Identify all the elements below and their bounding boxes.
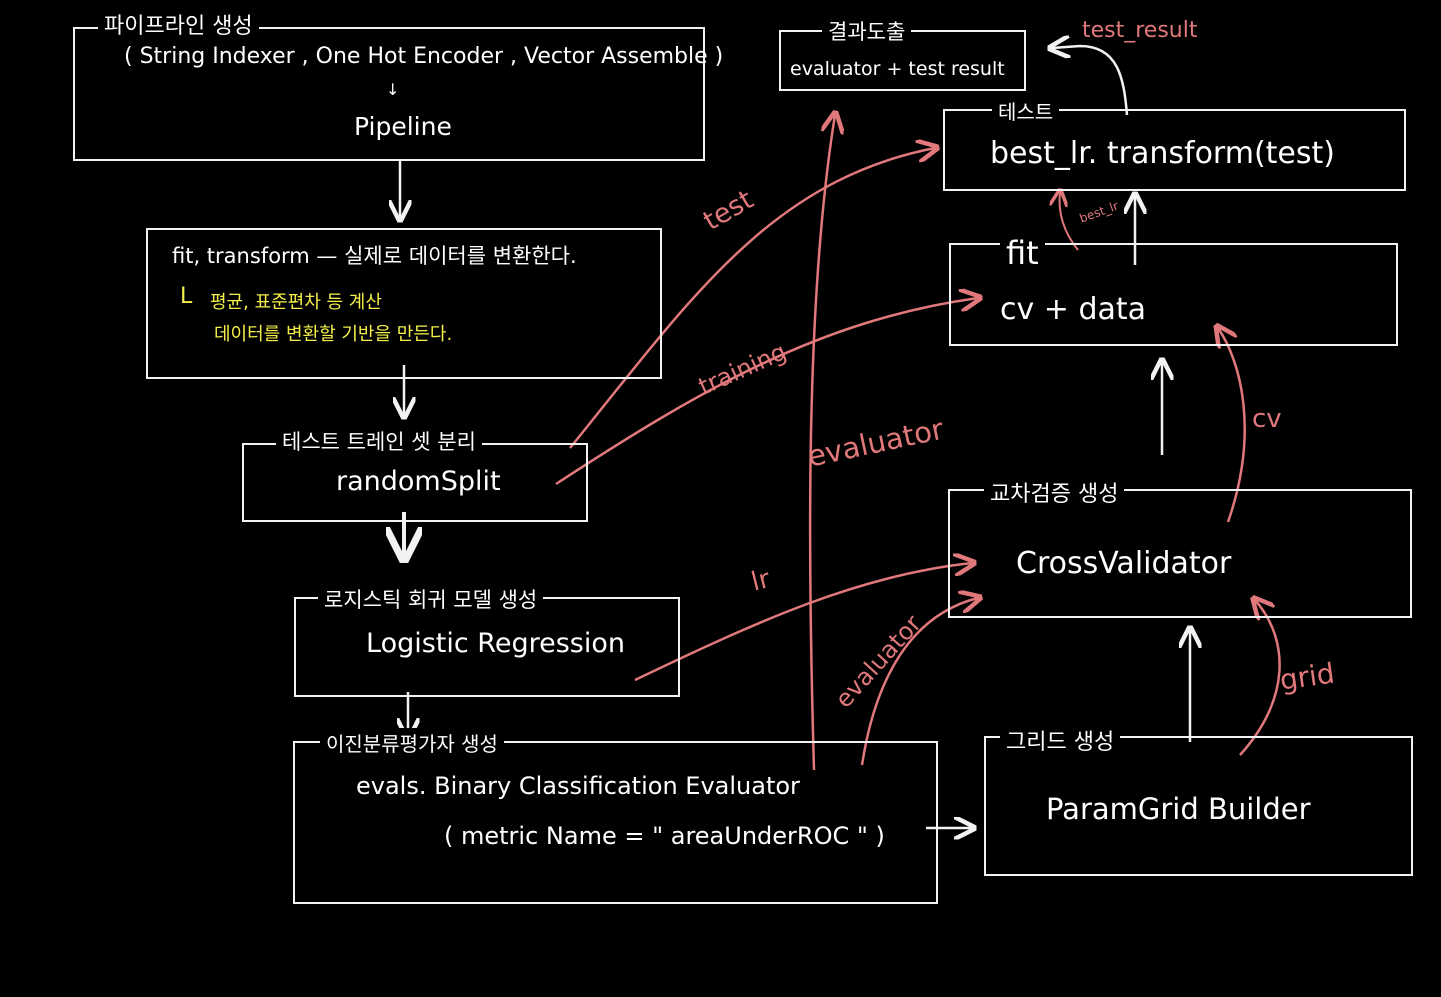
fit-transform-note2: 데이터를 변환할 기반을 만든다. <box>214 324 453 345</box>
test-box <box>943 109 1406 191</box>
fit-title: fit <box>1000 234 1045 272</box>
arrow-test-split <box>569 148 935 449</box>
result-content: evaluator + test result <box>790 58 1005 80</box>
grid-box <box>984 736 1413 876</box>
crossval-name: CrossValidator <box>1016 546 1232 581</box>
fit-transform-main: fit, transform — 실제로 데이터를 변환한다. <box>172 244 577 268</box>
label-cv: cv <box>1252 404 1282 434</box>
pipeline-box <box>73 27 705 161</box>
arrow-grid-to-crossval-pink <box>1239 600 1281 756</box>
evaluator-box <box>293 741 938 904</box>
test-content: best_lr. transform(test) <box>990 136 1335 171</box>
pipeline-title: 파이프라인 생성 <box>98 8 259 40</box>
crossval-box <box>948 489 1412 618</box>
arrow-lr-to-crossval <box>634 563 972 682</box>
split-title: 테스트 트레인 셋 분리 <box>276 426 482 456</box>
logistic-title: 로지스틱 회귀 모델 생성 <box>318 584 544 614</box>
fit-box <box>949 243 1398 346</box>
split-name: randomSplit <box>336 466 501 497</box>
pipeline-down-arrow: ↓ <box>386 80 400 99</box>
fit-transform-note1: 평균, 표준편차 등 계산 <box>210 292 382 313</box>
crossval-title: 교차검증 생성 <box>984 476 1125 508</box>
evaluator-param: ( metric Name = " areaUnderROC " ) <box>444 822 885 850</box>
pipeline-name: Pipeline <box>354 112 452 141</box>
evaluator-title: 이진분류평가자 생성 <box>320 728 504 757</box>
fit-transform-bullet: L <box>180 284 193 309</box>
evaluator-name: evals. Binary Classification Evaluator <box>356 772 800 800</box>
arrow-evaluator-to-result <box>808 115 835 771</box>
grid-title: 그리드 생성 <box>1000 724 1121 756</box>
result-title: 결과도출 <box>822 16 912 46</box>
fit-transform-box <box>146 228 662 379</box>
fit-content: cv + data <box>1000 292 1147 327</box>
logistic-name: Logistic Regression <box>366 628 625 659</box>
pipeline-components: ( String Indexer , One Hot Encoder , Vec… <box>124 44 724 69</box>
test-title: 테스트 <box>992 96 1060 125</box>
arrow-test-to-result <box>1052 46 1129 116</box>
arrow-evaluator-to-crossval <box>860 598 978 766</box>
label-test-result: test_result <box>1082 18 1198 43</box>
arrow-best-lr <box>1060 192 1079 251</box>
arrow-training-split <box>555 298 978 486</box>
grid-name: ParamGrid Builder <box>1046 792 1311 826</box>
